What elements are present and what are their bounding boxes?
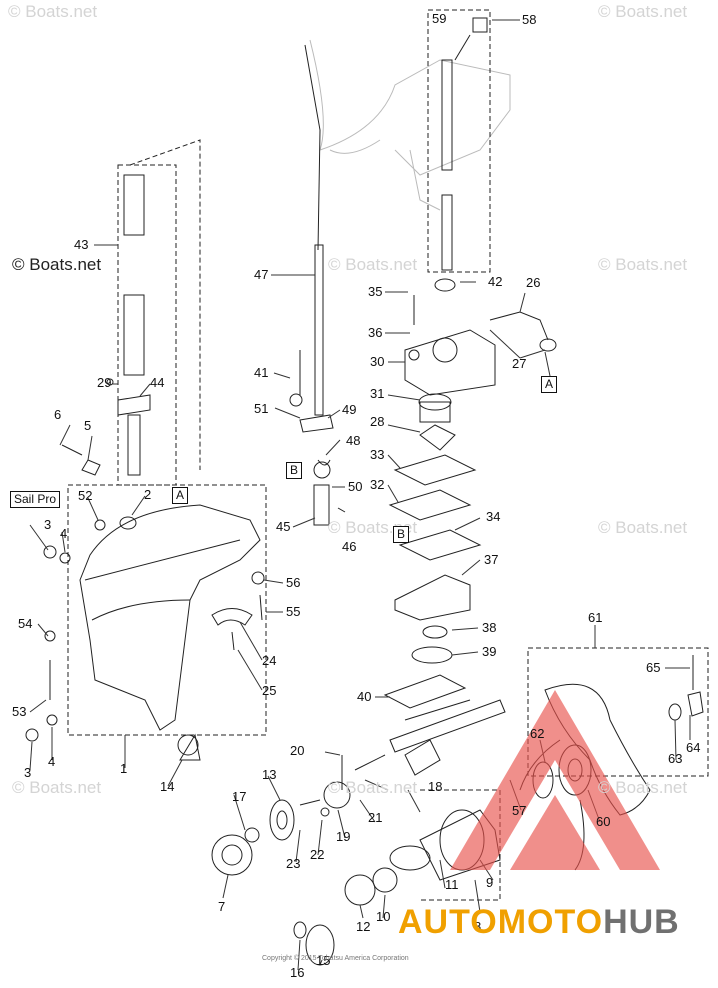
part-label[interactable]: 31 (370, 386, 385, 401)
watermark: © Boats.net (8, 2, 98, 21)
drive-shaft (117, 174, 151, 476)
part-label[interactable]: 57 (512, 803, 527, 818)
part-label[interactable]: 51 (254, 401, 269, 416)
part-label[interactable]: 14 (160, 779, 175, 794)
part-label[interactable]: 1 (120, 761, 128, 776)
part-label[interactable]: 61 (588, 610, 603, 625)
part-label[interactable]: 56 (286, 575, 301, 590)
part-label[interactable]: 20 (290, 743, 305, 758)
part-label[interactable]: 28 (370, 414, 385, 429)
part-label[interactable]: 58 (522, 12, 537, 27)
part-label[interactable]: 37 (484, 552, 499, 567)
brand-triangle (450, 690, 660, 870)
shift-rod (304, 44, 324, 416)
part-label[interactable]: 30 (370, 354, 385, 369)
sail-pro-label: Sail Pro (10, 491, 61, 508)
part-label[interactable]: 3 (44, 517, 52, 532)
part-label[interactable]: 65 (646, 660, 661, 675)
part-label[interactable]: 26 (526, 275, 541, 290)
part-label[interactable]: 22 (310, 847, 325, 862)
powerhead-outline (309, 39, 511, 211)
part-label[interactable]: 59 (432, 11, 447, 26)
brand-logo: AUTOMOTOHUB (398, 903, 680, 942)
part-label[interactable]: 19 (336, 829, 351, 844)
part-label[interactable]: 64 (686, 740, 701, 755)
watermark: © Boats.net (598, 2, 688, 21)
part-label[interactable]: 47 (254, 267, 269, 282)
part-label[interactable]: 36 (368, 325, 383, 340)
part-label[interactable]: 2 (144, 487, 152, 502)
copyright-text: Copyright © 2015 Tohatsu America Corpora… (262, 955, 409, 962)
part-label[interactable]: 44 (150, 375, 165, 390)
ref-box-b: B (393, 526, 410, 543)
ref-box-b: B (286, 462, 303, 479)
part-label[interactable]: 17 (232, 789, 247, 804)
part-label[interactable]: 5 (84, 418, 92, 433)
part-label[interactable]: 40 (357, 689, 372, 704)
part-label[interactable]: 3 (24, 765, 32, 780)
part-label[interactable]: 42 (488, 274, 503, 289)
part-label[interactable]: 12 (356, 919, 371, 934)
watermark: © Boats.net (328, 778, 418, 797)
part-label[interactable]: 50 (348, 479, 363, 494)
group-boxes (67, 9, 709, 901)
part-label[interactable]: 29 (97, 375, 112, 390)
part-label[interactable]: 15 (316, 953, 331, 968)
part-label[interactable]: 7 (218, 899, 226, 914)
gear-case (79, 504, 261, 731)
part-label[interactable]: 53 (12, 704, 27, 719)
part-label[interactable]: 48 (346, 433, 361, 448)
part-label[interactable]: 10 (376, 909, 391, 924)
part-label[interactable]: 18 (428, 779, 443, 794)
part-label[interactable]: 25 (262, 683, 277, 698)
brand-part-2: HUB (603, 903, 680, 941)
part-label[interactable]: 34 (486, 509, 501, 524)
watermark: © Boats.net (12, 778, 102, 797)
part-label[interactable]: 54 (18, 616, 33, 631)
part-label[interactable]: 41 (254, 365, 269, 380)
part-label[interactable]: 60 (596, 814, 611, 829)
part-label[interactable]: 35 (368, 284, 383, 299)
upper-shift-rod (441, 59, 453, 271)
part-label[interactable]: 11 (445, 877, 459, 892)
part-label[interactable]: 49 (342, 402, 357, 417)
watermark: © Boats.net (328, 255, 418, 274)
water-pump (388, 329, 496, 621)
part-label[interactable]: 9 (486, 875, 494, 890)
part-label[interactable]: 21 (368, 810, 383, 825)
part-label[interactable]: 6 (54, 407, 62, 422)
part-label[interactable]: 4 (48, 754, 56, 769)
brand-part-1: AUTOMOTO (398, 903, 604, 941)
part-label[interactable]: 52 (78, 488, 93, 503)
part-label[interactable]: 38 (482, 620, 497, 635)
part-label[interactable]: 8 (474, 919, 482, 934)
part-label[interactable]: 43 (74, 237, 89, 252)
ref-box-a: A (541, 376, 558, 393)
watermark: © Boats.net (598, 778, 688, 797)
part-label[interactable]: 62 (530, 726, 545, 741)
part-label[interactable]: 16 (290, 965, 305, 980)
part-label[interactable]: 39 (482, 644, 497, 659)
watermark: © Boats.net (598, 518, 688, 537)
lower-parts (25, 17, 557, 966)
part-label[interactable]: 27 (512, 356, 527, 371)
part-label[interactable]: 45 (276, 519, 291, 534)
part-label[interactable]: 63 (668, 751, 683, 766)
part-label[interactable]: 23 (286, 856, 301, 871)
part-label[interactable]: 33 (370, 447, 385, 462)
part-label[interactable]: 32 (370, 477, 385, 492)
watermark: © Boats.net (598, 255, 688, 274)
part-label[interactable]: 4 (60, 526, 68, 541)
ref-box-a: A (172, 487, 189, 504)
part-label[interactable]: 55 (286, 604, 301, 619)
part-label[interactable]: 13 (262, 767, 277, 782)
watermark-main: © Boats.net (12, 255, 102, 274)
part-label[interactable]: 24 (262, 653, 277, 668)
part-label[interactable]: 46 (342, 539, 357, 554)
leader-lines (29, 19, 691, 971)
